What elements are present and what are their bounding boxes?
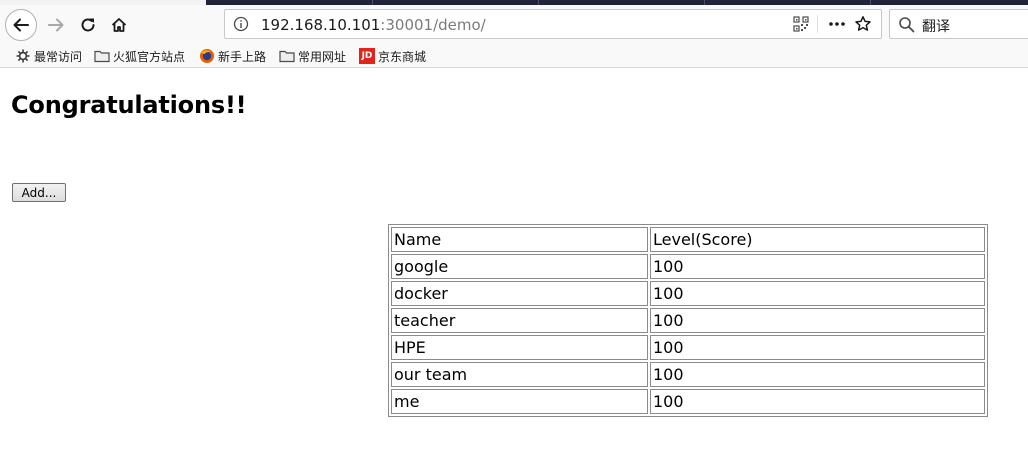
header-cell-name: Name (391, 227, 648, 252)
cell-name: teacher (391, 308, 648, 333)
bookmark-common-sites[interactable]: 常用网址 (279, 47, 346, 65)
cell-name: me (391, 389, 648, 414)
table-header-row: Name Level(Score) (391, 227, 985, 252)
cell-name: docker (391, 281, 648, 306)
arrow-left-icon (13, 18, 29, 32)
cell-name: google (391, 254, 648, 279)
back-button[interactable] (5, 9, 37, 41)
firefox-icon (199, 48, 215, 64)
bookmark-label: 京东商城 (378, 49, 427, 64)
folder-icon (94, 48, 110, 64)
search-icon (898, 16, 915, 33)
info-icon[interactable] (233, 16, 249, 32)
qr-code-icon[interactable] (793, 16, 809, 32)
header-cell-level: Level(Score) (650, 227, 985, 252)
cell-score: 100 (650, 254, 985, 279)
table-row: teacher 100 (391, 308, 985, 333)
home-icon (111, 18, 127, 32)
bookmark-label: 新手上路 (218, 49, 267, 64)
bookmarks-toolbar: 最常访问 火狐官方站点 新手上路 (0, 45, 1028, 68)
arrow-right-icon (48, 18, 64, 32)
cell-score: 100 (650, 308, 985, 333)
bookmark-jd[interactable]: JD 京东商城 (359, 47, 426, 65)
table-row: docker 100 (391, 281, 985, 306)
reload-icon (81, 18, 95, 32)
url-port-path: :30001/demo/ (380, 16, 486, 34)
url-separator (817, 15, 818, 33)
table-row: me 100 (391, 389, 985, 414)
url-text[interactable]: 192.168.10.101:30001/demo/ (261, 16, 486, 34)
table-row: google 100 (391, 254, 985, 279)
gear-icon (15, 48, 31, 64)
cell-score: 100 (650, 362, 985, 387)
home-button[interactable] (105, 11, 133, 39)
more-actions-icon[interactable] (827, 15, 847, 33)
tab-strip (0, 0, 1028, 5)
bookmark-most-visited[interactable]: 最常访问 (15, 47, 82, 65)
scores-table: Name Level(Score) google 100 docker 100 … (388, 224, 988, 417)
table-row: our team 100 (391, 362, 985, 387)
cell-score: 100 (650, 281, 985, 306)
cell-name: our team (391, 362, 648, 387)
search-input-text[interactable]: 翻译 (922, 19, 950, 35)
bookmark-label: 火狐官方站点 (113, 49, 186, 64)
navigation-toolbar: 192.168.10.101:30001/demo/ (0, 5, 1028, 45)
cell-score: 100 (650, 335, 985, 360)
jd-icon-text: JD (361, 51, 373, 61)
url-host: 192.168.10.101 (261, 16, 381, 34)
cell-score: 100 (650, 389, 985, 414)
forward-button[interactable] (42, 11, 70, 39)
reload-button[interactable] (74, 11, 102, 39)
bookmark-star-icon[interactable] (854, 15, 872, 33)
jd-icon: JD (359, 48, 375, 64)
bookmark-label: 常用网址 (298, 49, 347, 64)
bookmark-firefox-official[interactable]: 火狐官方站点 (94, 47, 185, 65)
search-bar[interactable]: 翻译 (889, 9, 1028, 39)
folder-icon (279, 48, 295, 64)
page-title: Congratulations!! (11, 91, 247, 119)
add-button[interactable]: Add... (12, 183, 66, 202)
table-row: HPE 100 (391, 335, 985, 360)
bookmark-label: 最常访问 (34, 49, 83, 64)
page-content: Congratulations!! Add... Name Level(Scor… (0, 68, 1028, 462)
address-bar[interactable]: 192.168.10.101:30001/demo/ (224, 9, 882, 39)
bookmark-getting-started[interactable]: 新手上路 (199, 47, 266, 65)
cell-name: HPE (391, 335, 648, 360)
